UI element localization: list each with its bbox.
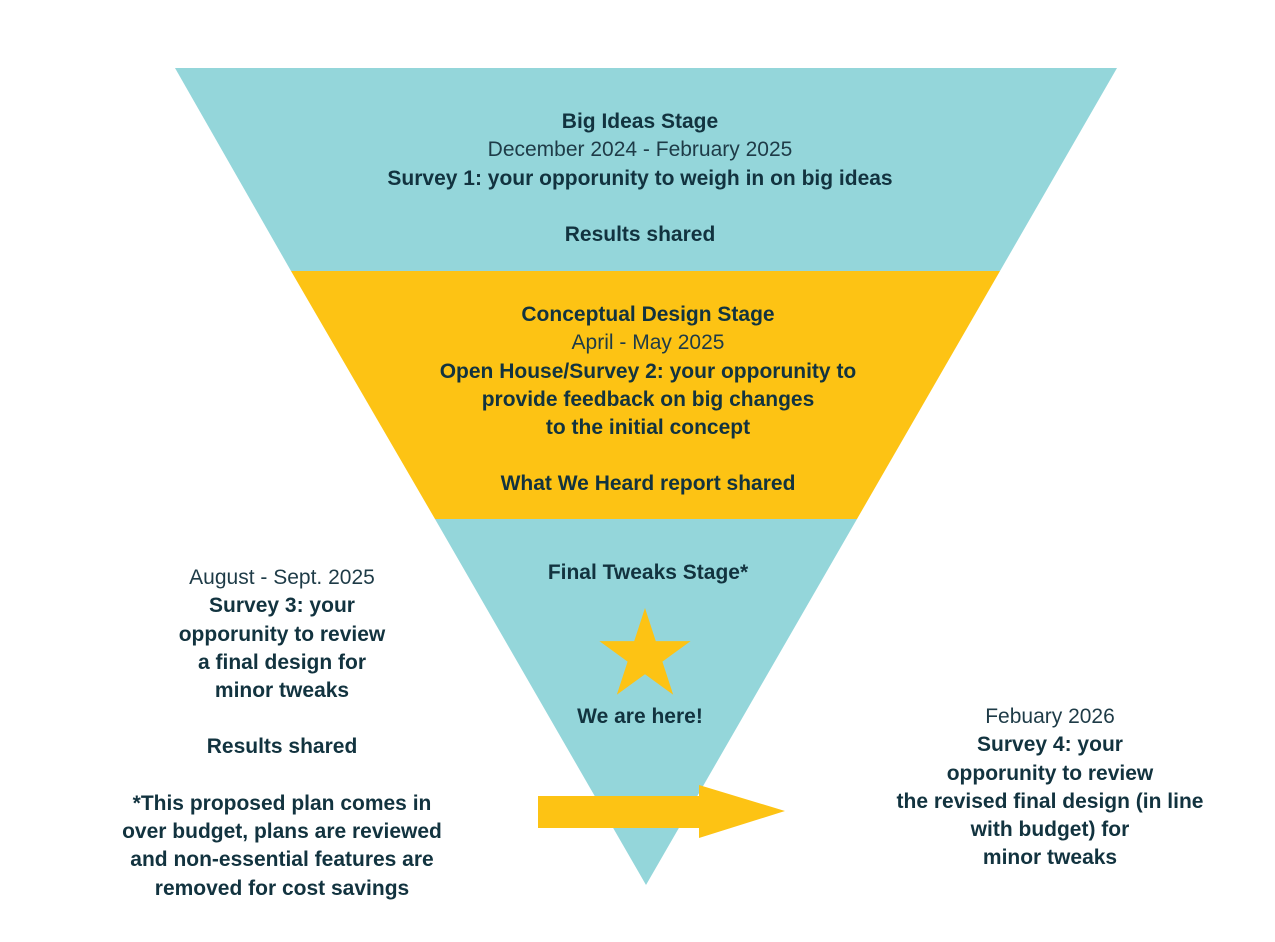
stage1-dates: December 2024 - February 2025	[487, 138, 793, 162]
star-icon	[599, 608, 691, 695]
right-note-dates: Febuary 2026	[985, 705, 1115, 728]
stage2-dates: April - May 2025	[571, 331, 725, 355]
stage2-result: What We Heard report shared	[500, 472, 796, 496]
left-note-dates: August - Sept. 2025	[189, 566, 375, 589]
right-note: Febuary 2026 Survey 4: your opporunity t…	[870, 703, 1230, 873]
budget-footnote: *This proposed plan comes in	[132, 791, 432, 815]
stage2-title: Conceptual Design Stage	[521, 303, 775, 326]
final-tweaks-band	[435, 519, 857, 885]
stage2-line3: to the initial concept	[545, 416, 751, 440]
stage2-line2: provide feedback on big changes	[481, 387, 815, 411]
big-ideas-stage: Big Ideas Stage December 2024 - February…	[340, 108, 940, 249]
stage1-result: Results shared	[564, 222, 716, 246]
right-arrow-icon	[538, 785, 785, 838]
stage2-line1: Open House/Survey 2: your opporunity to	[439, 359, 857, 383]
stage1-title: Big Ideas Stage	[561, 110, 719, 133]
conceptual-design-stage: Conceptual Design Stage April - May 2025…	[398, 301, 898, 499]
stage3-title: Final Tweaks Stage*	[547, 561, 749, 584]
we-are-here-label: We are here!	[577, 705, 703, 728]
big-ideas-band	[175, 68, 1117, 271]
stage1-survey: Survey 1: your opporunity to weigh in on…	[387, 166, 893, 190]
left-note-result: Results shared	[206, 735, 358, 759]
conceptual-design-band	[291, 271, 1000, 519]
final-tweaks-title: Final Tweaks Stage*	[498, 559, 798, 587]
left-note: August - Sept. 2025 Survey 3: your oppor…	[82, 564, 482, 903]
